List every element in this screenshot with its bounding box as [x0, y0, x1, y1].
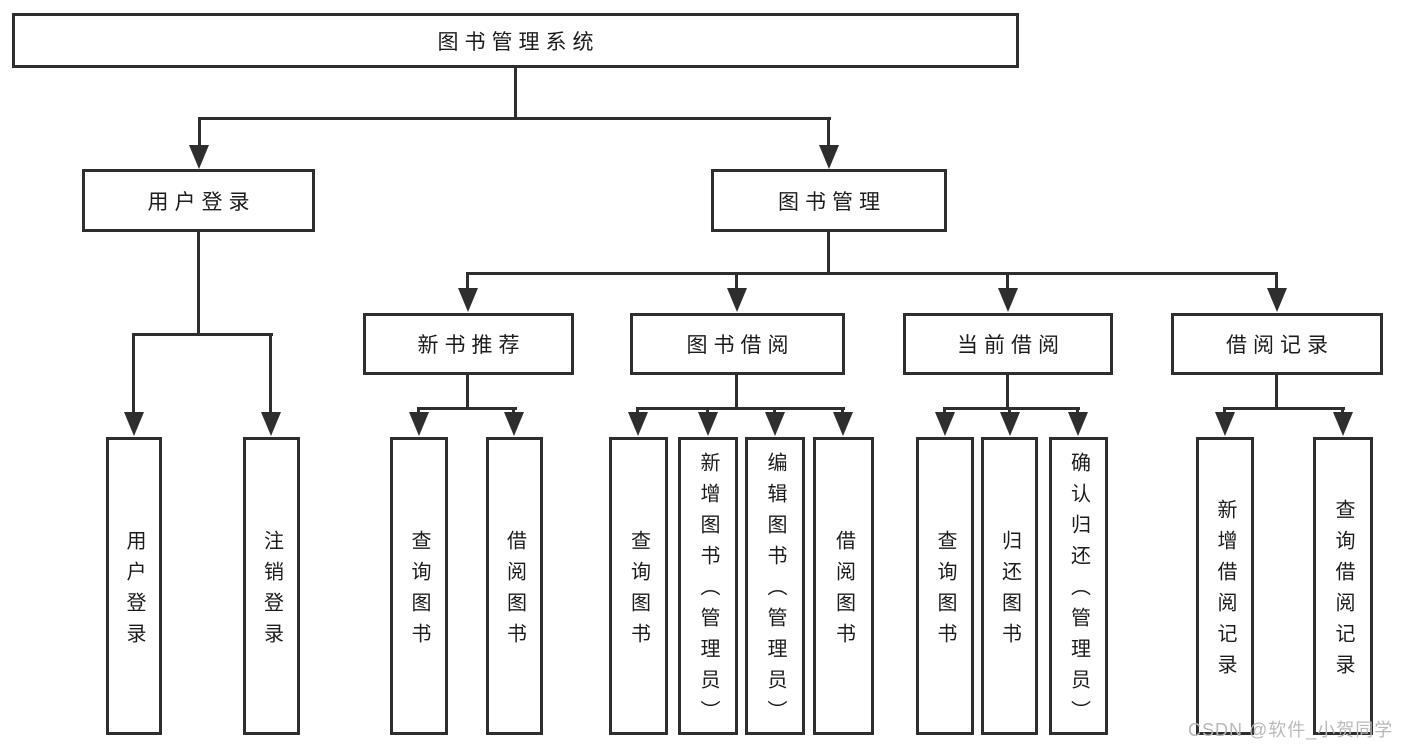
arrow-down-icon — [765, 412, 785, 436]
node-label: 查询图书 — [408, 529, 430, 654]
connector-line — [636, 407, 639, 415]
connector-line — [773, 407, 776, 415]
node-leaf-user-login: 用户登录 — [106, 437, 162, 735]
node-leaf-confirm-return-admin: 确认归还（管理员） — [1049, 437, 1108, 735]
connector-line — [512, 407, 515, 415]
node-leaf-add-borrow-record: 新增借阅记录 — [1196, 437, 1254, 735]
node-leaf-borrow-books: 借阅图书 — [813, 437, 874, 735]
watermark: CSDN @软件_小贺同学 — [1188, 720, 1394, 740]
connector-line — [269, 333, 272, 413]
arrow-down-icon — [727, 288, 747, 312]
node-label: 借阅图书 — [503, 529, 526, 654]
connector-line — [514, 66, 517, 118]
arrow-down-icon — [1068, 412, 1088, 436]
node-label: 归还图书 — [998, 529, 1021, 654]
arrow-down-icon — [628, 412, 648, 436]
arrow-down-icon — [504, 412, 524, 436]
node-label: 用户登录 — [147, 190, 256, 214]
connector-line — [466, 374, 469, 409]
node-leaf-query-books-borrowing: 查询图书 — [609, 437, 668, 735]
node-leaf-query-borrow-record: 查询借阅记录 — [1313, 437, 1373, 735]
node-label: 借阅图书 — [832, 529, 855, 654]
connector-line — [1006, 272, 1009, 290]
connector-line — [197, 231, 200, 335]
arrow-down-icon — [458, 288, 478, 312]
node-current-borrowing: 当前借阅 — [903, 313, 1113, 375]
connector-line — [466, 272, 469, 290]
connector-line — [1275, 374, 1278, 409]
node-label: 查询借阅记录 — [1332, 498, 1354, 685]
connector-line — [943, 407, 946, 415]
node-book-borrowing: 图书借阅 — [630, 313, 845, 375]
node-label: 查询图书 — [627, 529, 650, 654]
node-new-book-recommendation: 新书推荐 — [363, 313, 574, 375]
connector-line — [198, 117, 201, 149]
node-label: 图书管理 — [778, 190, 886, 214]
connector-line — [943, 407, 1080, 410]
node-label: 编辑图书（管理员） — [764, 452, 786, 731]
connector-line — [132, 333, 135, 413]
node-label: 新书推荐 — [417, 334, 526, 357]
node-leaf-return-books: 归还图书 — [981, 437, 1038, 735]
connector-line — [827, 232, 830, 274]
node-label: 查询图书 — [934, 529, 956, 654]
node-borrowing-records: 借阅记录 — [1171, 313, 1383, 375]
connector-line — [417, 407, 517, 410]
node-label: 图书借阅 — [686, 334, 795, 357]
connector-line — [1008, 407, 1011, 415]
arrow-down-icon — [698, 412, 718, 436]
node-label: 用户登录 — [123, 529, 145, 654]
node-label: 借阅记录 — [1226, 334, 1334, 357]
node-user-login-branch: 用户登录 — [82, 169, 315, 232]
node-leaf-edit-books-admin: 编辑图书（管理员） — [745, 437, 805, 735]
connector-line — [1223, 407, 1226, 415]
arrow-down-icon — [819, 145, 839, 169]
node-label: 当前借阅 — [957, 334, 1065, 357]
arrow-down-icon — [261, 412, 281, 436]
connector-line — [132, 333, 273, 336]
connector-line — [417, 407, 420, 415]
node-leaf-query-books-recommend: 查询图书 — [390, 437, 448, 735]
node-label: 新增借阅记录 — [1214, 498, 1236, 685]
node-leaf-query-books-current: 查询图书 — [916, 437, 974, 735]
connector-line — [198, 117, 831, 120]
connector-line — [706, 407, 709, 415]
node-leaf-logout: 注销登录 — [243, 437, 300, 735]
connector-line — [841, 407, 844, 415]
connector-line — [1006, 374, 1009, 409]
node-leaf-borrow-books-recommend: 借阅图书 — [486, 437, 543, 735]
connector-line — [735, 272, 738, 290]
arrow-down-icon — [1333, 412, 1353, 436]
node-library-management-system: 图书管理系统 — [12, 13, 1019, 68]
node-leaf-add-books-admin: 新增图书（管理员） — [678, 437, 738, 735]
arrow-down-icon — [409, 412, 429, 436]
arrow-down-icon — [1215, 412, 1235, 436]
connector-line — [735, 374, 738, 409]
arrow-down-icon — [189, 145, 209, 169]
arrow-down-icon — [833, 412, 853, 436]
connector-line — [1341, 407, 1344, 415]
connector-line — [467, 272, 1278, 275]
connector-line — [1223, 407, 1345, 410]
node-label: 图书管理系统 — [437, 30, 600, 54]
arrow-down-icon — [1000, 412, 1020, 436]
node-label: 确认归还（管理员） — [1067, 452, 1090, 731]
arrow-down-icon — [1267, 288, 1287, 312]
arrow-down-icon — [998, 288, 1018, 312]
connector-line — [1275, 272, 1278, 290]
connector-line — [1076, 407, 1079, 415]
arrow-down-icon — [124, 412, 144, 436]
node-book-management-branch: 图书管理 — [711, 169, 947, 232]
node-label: 注销登录 — [260, 529, 283, 654]
connector-line — [827, 117, 830, 149]
connector-line — [636, 407, 845, 410]
node-label: 新增图书（管理员） — [697, 452, 719, 731]
arrow-down-icon — [935, 412, 955, 436]
